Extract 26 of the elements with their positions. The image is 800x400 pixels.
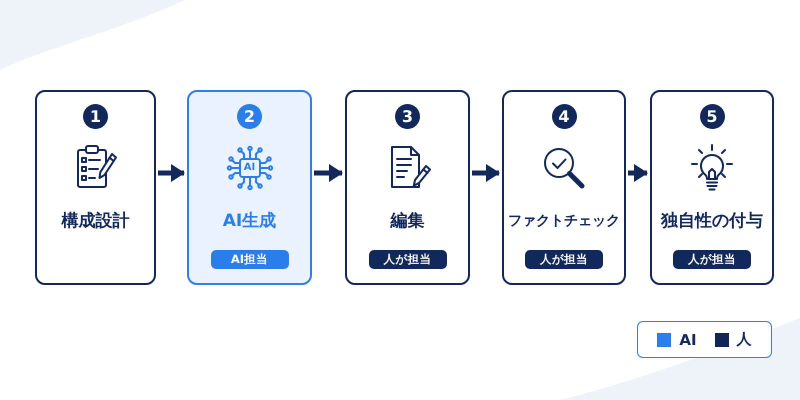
step-number: 4	[552, 104, 576, 129]
legend-label: AI	[679, 330, 697, 348]
legend-label: 人	[736, 330, 752, 349]
step-title: 編集	[390, 210, 424, 233]
step-card	[502, 90, 626, 285]
arrow	[158, 164, 185, 182]
role-tag: 人が担当	[673, 250, 751, 269]
arrow	[628, 164, 648, 182]
role-tag: AI担当	[210, 250, 288, 269]
arrow	[314, 164, 343, 182]
step-number: 2	[237, 104, 262, 129]
step-title: AI生成	[222, 210, 276, 233]
role-tag: 人が担当	[368, 250, 446, 269]
role-tag: 人が担当	[525, 250, 603, 269]
step-title: 構成設計	[62, 210, 130, 233]
step-card	[187, 90, 312, 285]
step-title: 独自性の付与	[661, 210, 763, 233]
step-number: 5	[700, 104, 724, 129]
arrow	[472, 164, 500, 182]
step-card	[650, 90, 774, 285]
step-card	[35, 90, 156, 285]
step-title: ファクトチェック	[508, 212, 620, 231]
step-number: 1	[83, 104, 108, 129]
step-number: 3	[395, 104, 420, 129]
step-card	[345, 90, 470, 285]
chip-label: AI	[242, 161, 256, 175]
